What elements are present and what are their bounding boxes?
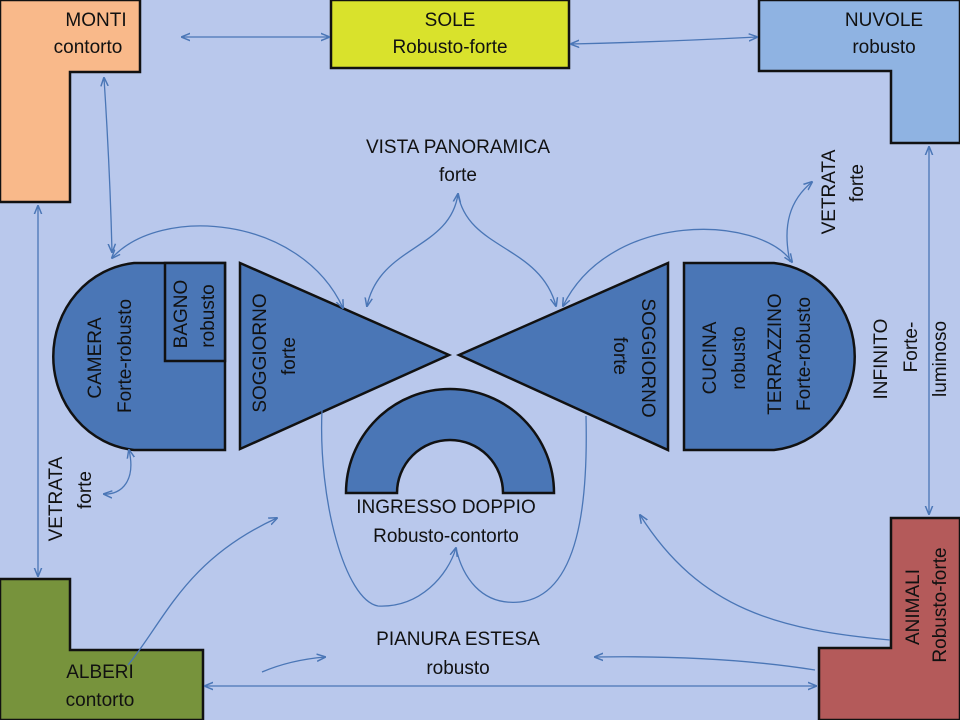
animali-name: ANIMALI — [903, 569, 924, 645]
connector-soggiorno-terrazzino-arc — [563, 228, 792, 306]
alberi-box: ALBERI contorto — [0, 577, 205, 720]
sole-quality: Robusto-forte — [392, 37, 507, 58]
nuvole-box: NUVOLE robusto — [757, 0, 960, 145]
ingresso-room: INGRESSO DOPPIO Robusto-contorto — [344, 387, 556, 547]
connector-sole-nuvole — [571, 37, 757, 44]
connector-vista-left — [367, 194, 458, 306]
infinito-quality-line2: luminoso — [930, 321, 951, 397]
connector-soggiorno-ingresso-left — [320, 409, 456, 607]
camera-name: CAMERA — [85, 317, 106, 399]
connector-vista-right — [457, 193, 556, 306]
soggiorno-left-name: SOGGIORNO — [250, 293, 271, 412]
infinito-name: INFINITO — [871, 319, 892, 400]
ingresso-name: INGRESSO DOPPIO — [356, 497, 535, 518]
vetrata-left-name: VETRATA — [46, 456, 67, 541]
monti-quality: contorto — [54, 37, 123, 58]
connector-pianura-right — [595, 657, 816, 671]
monti-name: MONTI — [65, 10, 126, 31]
pianura-name: PIANURA ESTESA — [376, 629, 540, 650]
bagno-quality: robusto — [198, 284, 219, 347]
connector-pianura-left — [261, 657, 325, 673]
vista-panoramica-quality: forte — [439, 165, 477, 186]
pianura-quality: robusto — [426, 658, 489, 679]
connector-alberi-ingresso — [127, 518, 277, 666]
sole-name: SOLE — [425, 10, 476, 31]
ingresso-shape — [344, 387, 556, 495]
vetrata-left-quality: forte — [75, 471, 96, 509]
soggiorno-right-shape — [455, 261, 670, 452]
animali-box: ANIMALI Robusto-forte — [817, 516, 960, 720]
monti-shape — [0, 0, 142, 204]
camera-quality: Forte-robusto — [115, 299, 136, 413]
sole-shape — [329, 0, 571, 70]
animali-shape — [817, 516, 960, 720]
nuvole-shape — [757, 0, 960, 145]
terrazzino-name: TERRAZZINO — [765, 293, 786, 414]
sole-box: SOLE Robusto-forte — [329, 0, 571, 70]
cucina-name: CUCINA — [700, 321, 721, 394]
terrazzino-quality: Forte-robusto — [794, 297, 815, 411]
bagno-room: BAGNO robusto — [163, 261, 227, 363]
vista-panoramica-label: VISTA PANORAMICA forte — [366, 137, 550, 186]
connector-soggiorno-ingresso-right — [455, 415, 587, 603]
connector-camera-soggiorno-arc — [112, 225, 343, 308]
infinito-label: INFINITO Forte- luminoso — [871, 319, 951, 400]
soggiorno-right-quality: forte — [609, 337, 630, 375]
animali-quality: Robusto-forte — [930, 547, 951, 662]
monti-box: MONTI contorto — [0, 0, 142, 204]
ingresso-quality: Robusto-contorto — [373, 526, 519, 547]
infinito-quality-line1: Forte- — [901, 322, 922, 373]
connector-animali-cucina — [640, 515, 891, 641]
cucina-terrazzino-room: CUCINA robusto TERRAZZINO Forte-robusto — [682, 261, 856, 452]
vetrata-top-label: VETRATA forte — [819, 149, 868, 234]
vetrata-left-label: VETRATA forte — [46, 456, 96, 541]
nuvole-name: NUVOLE — [845, 10, 923, 31]
connector-camera-vetrata — [104, 450, 131, 494]
connectors — [38, 37, 929, 686]
nuvole-quality: robusto — [852, 37, 915, 58]
soggiorno-left-quality: forte — [279, 337, 300, 375]
alberi-shape — [0, 577, 205, 720]
alberi-quality: contorto — [66, 690, 135, 711]
soggiorno-right-name: SOGGIORNO — [637, 298, 658, 417]
cucina-quality: robusto — [729, 326, 750, 389]
bagno-name: BAGNO — [171, 280, 192, 349]
vista-panoramica-name: VISTA PANORAMICA — [366, 137, 550, 158]
pianura-label: PIANURA ESTESA robusto — [376, 629, 540, 679]
vetrata-top-name: VETRATA — [819, 149, 840, 234]
soggiorno-right-room: SOGGIORNO forte — [455, 261, 670, 452]
connector-monti-camera — [104, 78, 112, 252]
cucina-shape — [682, 261, 856, 452]
alberi-name: ALBERI — [66, 662, 134, 683]
vetrata-top-quality: forte — [847, 164, 868, 202]
connector-terrazzino-vetrata — [786, 182, 812, 263]
